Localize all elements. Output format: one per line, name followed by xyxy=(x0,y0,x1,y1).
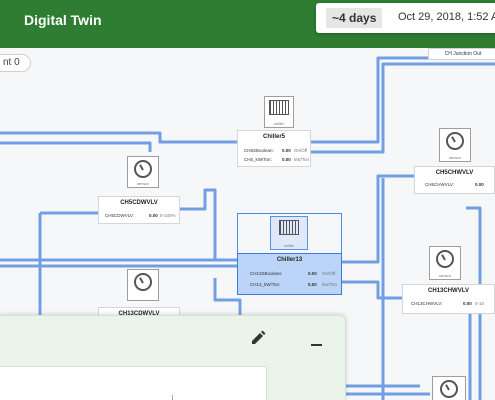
row-value: 0.00 xyxy=(308,271,317,276)
row-unit: kW/Ton xyxy=(294,157,310,162)
row-key: CH13SBoolean: xyxy=(250,271,283,276)
sensor-icon-box xyxy=(432,376,466,400)
row-value: 0.00 xyxy=(463,301,472,306)
icon-caption: chiller xyxy=(273,121,285,126)
ch13cdwvlv-icon-box xyxy=(127,269,159,301)
chart-area xyxy=(0,366,267,400)
chiller5-card: Chiller5 CH5SBoolean: 0.00 On/Off CH5_kW… xyxy=(237,130,311,167)
data-row: CH13_kW/Ton: 0.00 kW/Ton xyxy=(238,282,341,289)
data-row: CH5SBoolean: 0.00 On/Off xyxy=(238,148,310,155)
ch5cdwvlv-card: CH5CDWVLV CH5CDWVLV: 0.00 0-100% xyxy=(98,196,180,224)
ch13chwvlv-icon-box: sensor xyxy=(429,246,461,280)
gauge-icon xyxy=(134,273,152,291)
row-key: CH5_kW/Ton: xyxy=(244,157,272,162)
row-unit: On/Off xyxy=(294,148,308,153)
row-value: 0.00 xyxy=(282,148,291,153)
node-chiller5[interactable]: chiller Chiller5 CH5SBoolean: 0.00 On/Of… xyxy=(237,96,311,174)
chiller5-icon-box: chiller xyxy=(264,96,294,128)
row-unit: On/Off xyxy=(322,271,336,276)
row-key: CH5CDWVLV: xyxy=(105,213,135,218)
node-title: CH13CDWVLV xyxy=(118,311,160,317)
chart-panel xyxy=(0,315,346,400)
node-title: Chiller5 xyxy=(262,134,285,140)
minimize-icon[interactable] xyxy=(309,332,325,348)
pipe-network xyxy=(0,56,495,400)
icon-caption: chiller xyxy=(283,243,295,248)
chiller13-icon-box: chiller xyxy=(270,216,308,250)
ch5cdwvlv-icon-box: sensor xyxy=(127,156,159,188)
node-title: CH13CHWVLV xyxy=(428,288,469,294)
row-value: 0.00 xyxy=(475,182,484,187)
app-title: Digital Twin xyxy=(24,12,102,28)
row-unit: 0-100% xyxy=(160,213,176,218)
pencil-icon[interactable] xyxy=(248,328,268,348)
junction-label[interactable]: CH Junction Out xyxy=(428,48,495,60)
row-value: 0.00 xyxy=(149,213,158,218)
data-row: CH5_kW/Ton: 0.00 kW/Ton xyxy=(238,157,310,164)
data-row: CH5CDWVLV: 0.00 0-100% xyxy=(99,213,179,220)
data-row: CH13SBoolean: 0.00 On/Off xyxy=(238,271,341,278)
gauge-icon xyxy=(436,250,454,268)
app-header: Digital Twin ~4 days Oct 29, 2018, 1:52 … xyxy=(0,0,495,48)
chart-cursor-line xyxy=(172,395,173,400)
node-ch5cdwvlv[interactable]: sensor CH5CDWVLV CH5CDWVLV: 0.00 0-100% xyxy=(98,156,180,226)
icon-caption: sensor xyxy=(448,155,461,160)
row-value: 0.00 xyxy=(308,282,317,287)
chiller-icon xyxy=(269,100,289,115)
gauge-icon xyxy=(134,160,152,178)
node-title: CH5CDWVLV xyxy=(120,200,158,206)
row-unit: 0-10 xyxy=(475,301,485,306)
node-ch13chwvlv[interactable]: sensor CH13CHWVLV CH13CHWVLV: 0.00 0-10 xyxy=(402,246,495,318)
data-row: CH5CHWVLV: 0.00 xyxy=(415,182,494,189)
icon-caption: sensor xyxy=(438,273,451,278)
row-key: CH5CHWVLV: xyxy=(425,182,455,187)
row-value: 0.00 xyxy=(282,157,291,162)
data-row: CH13CHWVLV: 0.00 0-10 xyxy=(403,301,494,308)
row-key: CH5SBoolean: xyxy=(244,148,274,153)
time-range-chip[interactable]: ~4 days xyxy=(326,8,383,28)
chiller-icon xyxy=(279,220,299,235)
time-range-selector[interactable]: ~4 days Oct 29, 2018, 1:52 A xyxy=(316,3,495,33)
ch5chwvlv-card: CH5CHWVLV CH5CHWVLV: 0.00 xyxy=(414,166,495,194)
filter-pill[interactable]: nt 0 xyxy=(0,54,31,72)
node-title: CH5CHWVLV xyxy=(435,170,474,176)
gauge-icon xyxy=(446,132,464,150)
node-bottom-right-sensor[interactable] xyxy=(432,376,472,400)
row-key: CH13CHWVLV: xyxy=(411,301,443,306)
node-chiller13[interactable]: chiller Chiller13 CH13SBoolean: 0.00 On/… xyxy=(237,213,342,295)
row-unit: kW/Ton xyxy=(322,282,338,287)
ch5chwvlv-icon-box: sensor xyxy=(439,128,471,162)
chiller13-card: Chiller13 CH13SBoolean: 0.00 On/Off CH13… xyxy=(237,253,342,295)
node-ch5chwvlv[interactable]: sensor CH5CHWVLV CH5CHWVLV: 0.00 xyxy=(414,128,495,198)
icon-caption: sensor xyxy=(136,181,149,186)
row-key: CH13_kW/Ton: xyxy=(250,282,281,287)
gauge-icon xyxy=(440,380,458,398)
current-datetime: Oct 29, 2018, 1:52 A xyxy=(398,11,495,23)
ch13chwvlv-card: CH13CHWVLV CH13CHWVLV: 0.00 0-10 xyxy=(402,284,495,314)
node-title: Chiller13 xyxy=(276,257,303,263)
